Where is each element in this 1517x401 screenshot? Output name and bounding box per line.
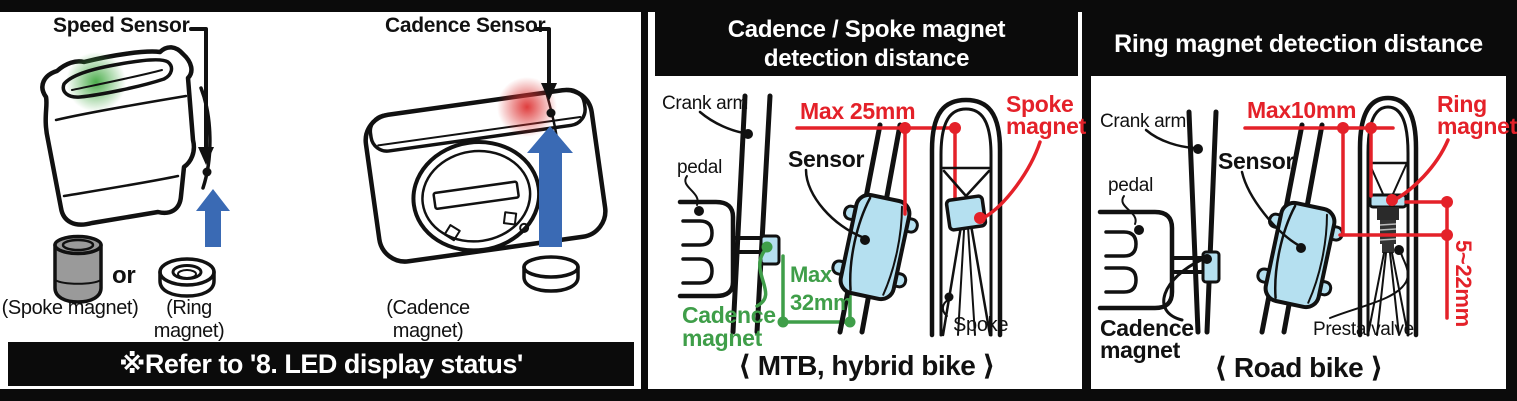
sensor-unit — [1256, 200, 1344, 310]
right-panel-header: Ring magnet detection distance — [1091, 12, 1506, 76]
max-32mm-line2: 32mm — [790, 290, 853, 315]
max-32mm-label: Max 32mm — [790, 261, 853, 317]
pedal-outline — [1097, 209, 1205, 311]
cadence-magnet-label-line2: magnet — [1100, 337, 1180, 363]
ring-magnet-leader — [1394, 138, 1450, 201]
spoke-magnet-label-line1: Spoke — [1006, 91, 1074, 117]
cadence-sensor-illustration — [363, 27, 608, 264]
ring-magnet-label-line1: Ring — [1437, 91, 1487, 117]
or-label: or — [112, 262, 136, 289]
led-status-note-text: ※Refer to '8. LED display status' — [119, 349, 523, 379]
crank-arm-label: Crank arm — [662, 93, 748, 114]
cadence-magnet-label-line2: magnet — [682, 325, 762, 351]
cadence-magnet — [759, 234, 781, 266]
middle-panel-title-line1: Cadence / Spoke magnet — [727, 16, 1006, 43]
cadence-sensor-label: Cadence Sensor — [385, 14, 546, 37]
valve-knob — [1394, 245, 1404, 255]
cadence-magnet-caption: (Cadence magnet) — [386, 297, 470, 342]
led-status-note: ※Refer to '8. LED display status' — [8, 342, 634, 386]
max-32mm-line1: Max — [790, 262, 832, 287]
cadence-magnet-point — [1202, 254, 1212, 264]
spoke-line — [941, 169, 991, 337]
crank-arm-line — [730, 93, 748, 335]
cadence-magnet-label-line1: Cadence — [682, 302, 776, 328]
down-arrow-icon — [198, 147, 214, 165]
cadence-magnet — [1201, 250, 1221, 284]
cadence-magnet-illustration — [522, 255, 580, 293]
wheel-rim — [1357, 95, 1419, 338]
right-panel-title: Ring magnet detection distance — [1114, 29, 1483, 58]
mtb-diagram — [677, 93, 1042, 338]
cadence-led-glow — [497, 77, 557, 137]
crank-arm-line — [1186, 109, 1201, 335]
max-25mm-label: Max 25mm — [800, 98, 916, 124]
presta-valve-leader — [1329, 251, 1409, 319]
middle-panel-title-line2: detection distance — [763, 45, 970, 72]
spoke-label: Spoke — [953, 314, 1009, 336]
cadence-magnet-label: Cadence magnet — [682, 304, 776, 350]
spoke-magnet-label: Spoke magnet — [1006, 91, 1086, 139]
cadence-magnet-label: Cadence magnet — [1100, 315, 1194, 363]
sensor-label: Sensor — [1218, 148, 1295, 174]
panel-divider-right — [1082, 0, 1091, 401]
range-5-22mm-measure — [1338, 196, 1453, 320]
right-border — [1506, 0, 1517, 401]
bottom-border — [0, 389, 1517, 401]
battery-cover — [411, 140, 542, 253]
spoke-magnet-caption: (Spoke magnet) — [1, 297, 139, 319]
pedal-outline — [677, 199, 763, 299]
spoke-magnet-leader — [983, 140, 1042, 219]
pedal-label: pedal — [677, 157, 722, 178]
blue-up-arrow-icon — [527, 126, 573, 247]
cadence-magnet-point — [761, 241, 773, 253]
max-10mm-measure — [1243, 122, 1395, 237]
middle-panel-header: Cadence / Spoke magnet detection distanc… — [655, 12, 1078, 76]
pedal-label: pedal — [1108, 175, 1153, 196]
top-border — [0, 0, 1517, 12]
spoke-line — [942, 169, 992, 337]
down-arrow-icon — [541, 83, 557, 101]
cadence-sensor-point — [546, 108, 556, 118]
ring-magnet-label-line2: magnet — [1437, 113, 1517, 139]
cadence-magnet-leader — [755, 248, 768, 308]
panel-divider-left — [641, 0, 648, 401]
speed-sensor-point — [202, 167, 212, 177]
chainstay-line — [859, 122, 903, 335]
speed-led-glow — [66, 52, 126, 112]
sensor-leader — [804, 168, 864, 239]
max-10mm-label: Max10mm — [1247, 97, 1357, 123]
speed-sensor-illustration — [40, 27, 230, 247]
crank-arm-line — [754, 93, 773, 335]
speed-sensor-pointer-line — [189, 27, 208, 151]
blue-up-arrow-icon — [196, 189, 230, 247]
range-5-22mm-label: 5~22mm — [1451, 240, 1476, 327]
speed-sensor-side-edge — [199, 86, 212, 190]
speed-sensor-label: Speed Sensor — [53, 14, 190, 37]
ring-magnet — [1368, 193, 1408, 209]
sensor-leader — [1240, 170, 1300, 247]
road-bike-caption: ⟨ Road bike ⟩ — [1214, 352, 1383, 383]
ring-magnet-point — [1386, 194, 1398, 206]
mtb-caption: ⟨ MTB, hybrid bike ⟩ — [738, 350, 995, 381]
road-diagram — [1097, 95, 1453, 338]
cadence-magnet-leader — [1162, 257, 1205, 322]
cadence-magnet-label-line1: Cadence — [1100, 315, 1194, 341]
sensor-label: Sensor — [788, 146, 865, 172]
battery-cover-slot — [432, 180, 520, 211]
crank-arm-label: Crank arm — [1100, 111, 1186, 132]
spoke-magnet-point — [974, 212, 986, 224]
presta-valve — [1367, 193, 1409, 336]
spoke-magnet-illustration — [53, 234, 103, 304]
crank-arm-line — [1204, 109, 1219, 335]
ring-magnet-illustration — [158, 257, 216, 298]
spoke-leader — [941, 299, 949, 317]
wheel-rim — [929, 97, 1003, 338]
spoke-magnet — [944, 194, 988, 232]
ring-magnet-label: Ring magnet — [1437, 91, 1517, 139]
ring-magnet-caption: (Ring magnet) — [153, 297, 225, 342]
spoke-magnet-label-line2: magnet — [1006, 113, 1086, 139]
presta-valve-label: Presta valve — [1313, 319, 1414, 340]
